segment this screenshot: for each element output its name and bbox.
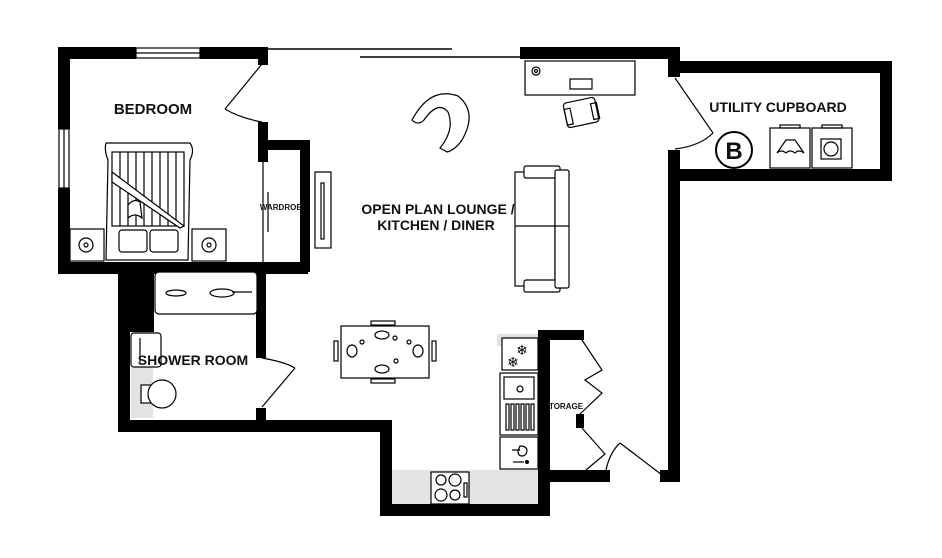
room-label-shower: SHOWER ROOM xyxy=(138,352,248,368)
bedside-table-right-icon xyxy=(191,228,227,262)
armchair-icon xyxy=(411,93,470,153)
bedside-table-left-icon xyxy=(69,228,105,262)
tumble-dryer-icon xyxy=(769,124,811,169)
room-label-open-plan-line2: KITCHEN / DINER xyxy=(377,217,494,233)
boiler-label: B xyxy=(725,138,742,165)
washing-machine-icon xyxy=(811,124,853,169)
hob-icon xyxy=(430,471,470,505)
double-bed-icon xyxy=(104,142,194,261)
room-label-bedroom: BEDROOM xyxy=(114,101,192,118)
desk-chair-icon xyxy=(562,96,601,129)
walls xyxy=(58,47,892,516)
windows xyxy=(58,47,520,189)
room-label-utility: UTILITY CUPBOARD xyxy=(709,99,846,115)
room-label-wardrobe: WARDROB xyxy=(260,203,302,212)
doors xyxy=(224,63,714,476)
dishwasher-icon xyxy=(499,436,539,470)
dining-table-icon xyxy=(333,320,437,384)
room-label-open-plan-line1: OPEN PLAN LOUNGE / xyxy=(361,201,514,217)
toilet-icon xyxy=(140,379,177,409)
tv-unit-icon xyxy=(314,171,332,249)
shower-tray-icon xyxy=(154,271,258,315)
desk-icon xyxy=(524,60,636,96)
sink-icon xyxy=(499,372,539,436)
svg-text:❄: ❄ xyxy=(507,354,519,370)
washbasin-icon xyxy=(130,332,162,368)
boiler-icon: B xyxy=(715,131,753,169)
fridge-freezer-icon: ❄ ❄ xyxy=(501,337,539,371)
sofa-icon xyxy=(514,165,570,293)
svg-text:❄: ❄ xyxy=(516,342,528,358)
room-label-storage: TORAGE xyxy=(549,402,584,411)
